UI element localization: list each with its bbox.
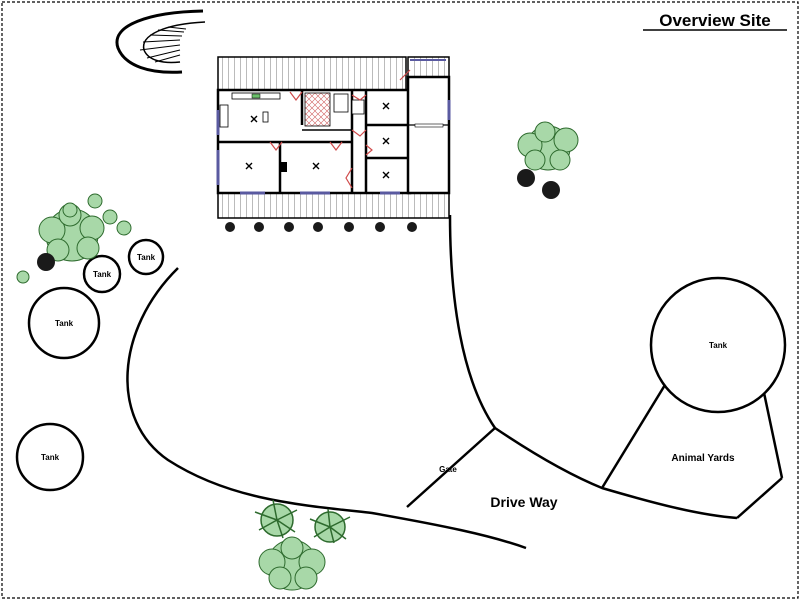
gate-label: Gate	[439, 465, 457, 474]
windows	[216, 59, 451, 195]
garage-bench	[414, 123, 444, 128]
dining-table	[262, 111, 269, 123]
tree-west	[38, 193, 132, 262]
page-title: Overview Site	[659, 11, 771, 30]
gate-line	[406, 427, 496, 508]
ceiling-lights	[245, 102, 390, 179]
curved-steps	[115, 9, 206, 74]
door-swings	[269, 69, 411, 189]
trees	[16, 121, 579, 591]
tank-1	[127, 238, 165, 276]
tank-2	[82, 254, 122, 294]
drive-right-edge	[448, 214, 738, 520]
stove	[219, 104, 229, 128]
animal-yards	[600, 379, 784, 519]
veranda-top	[217, 56, 407, 91]
tree-east	[517, 121, 579, 171]
dark-shrubs	[37, 169, 560, 271]
tank-4-label: Tank	[41, 453, 60, 462]
bath-fixture	[333, 93, 349, 113]
veranda-bottom	[217, 192, 450, 219]
front-garden-shrubs	[225, 222, 417, 232]
animal-yards-label: Animal Yards	[671, 453, 735, 464]
wet-area	[304, 92, 331, 127]
tank-5-label: Tank	[709, 341, 728, 350]
tank-2-label: Tank	[93, 270, 112, 279]
tanks	[15, 238, 787, 492]
driveway-lines	[126, 214, 738, 550]
tree-south	[258, 536, 326, 591]
sink	[251, 93, 261, 99]
spiky-shrubs	[254, 499, 351, 544]
drive-lower-edge	[126, 267, 527, 550]
house-wing	[406, 75, 451, 195]
fireplace	[281, 162, 287, 172]
house	[216, 56, 451, 219]
tank-3-label: Tank	[55, 319, 74, 328]
drive-way-label: Drive Way	[490, 494, 557, 510]
tank-3	[27, 286, 101, 360]
linen-cupboard	[351, 99, 365, 115]
tank-5	[649, 276, 787, 414]
bush-small-west	[16, 270, 30, 284]
tank-4	[15, 422, 85, 492]
tank-1-label: Tank	[137, 253, 156, 262]
spiky-shrub-2	[309, 508, 351, 544]
spiky-shrub-1	[254, 499, 298, 539]
